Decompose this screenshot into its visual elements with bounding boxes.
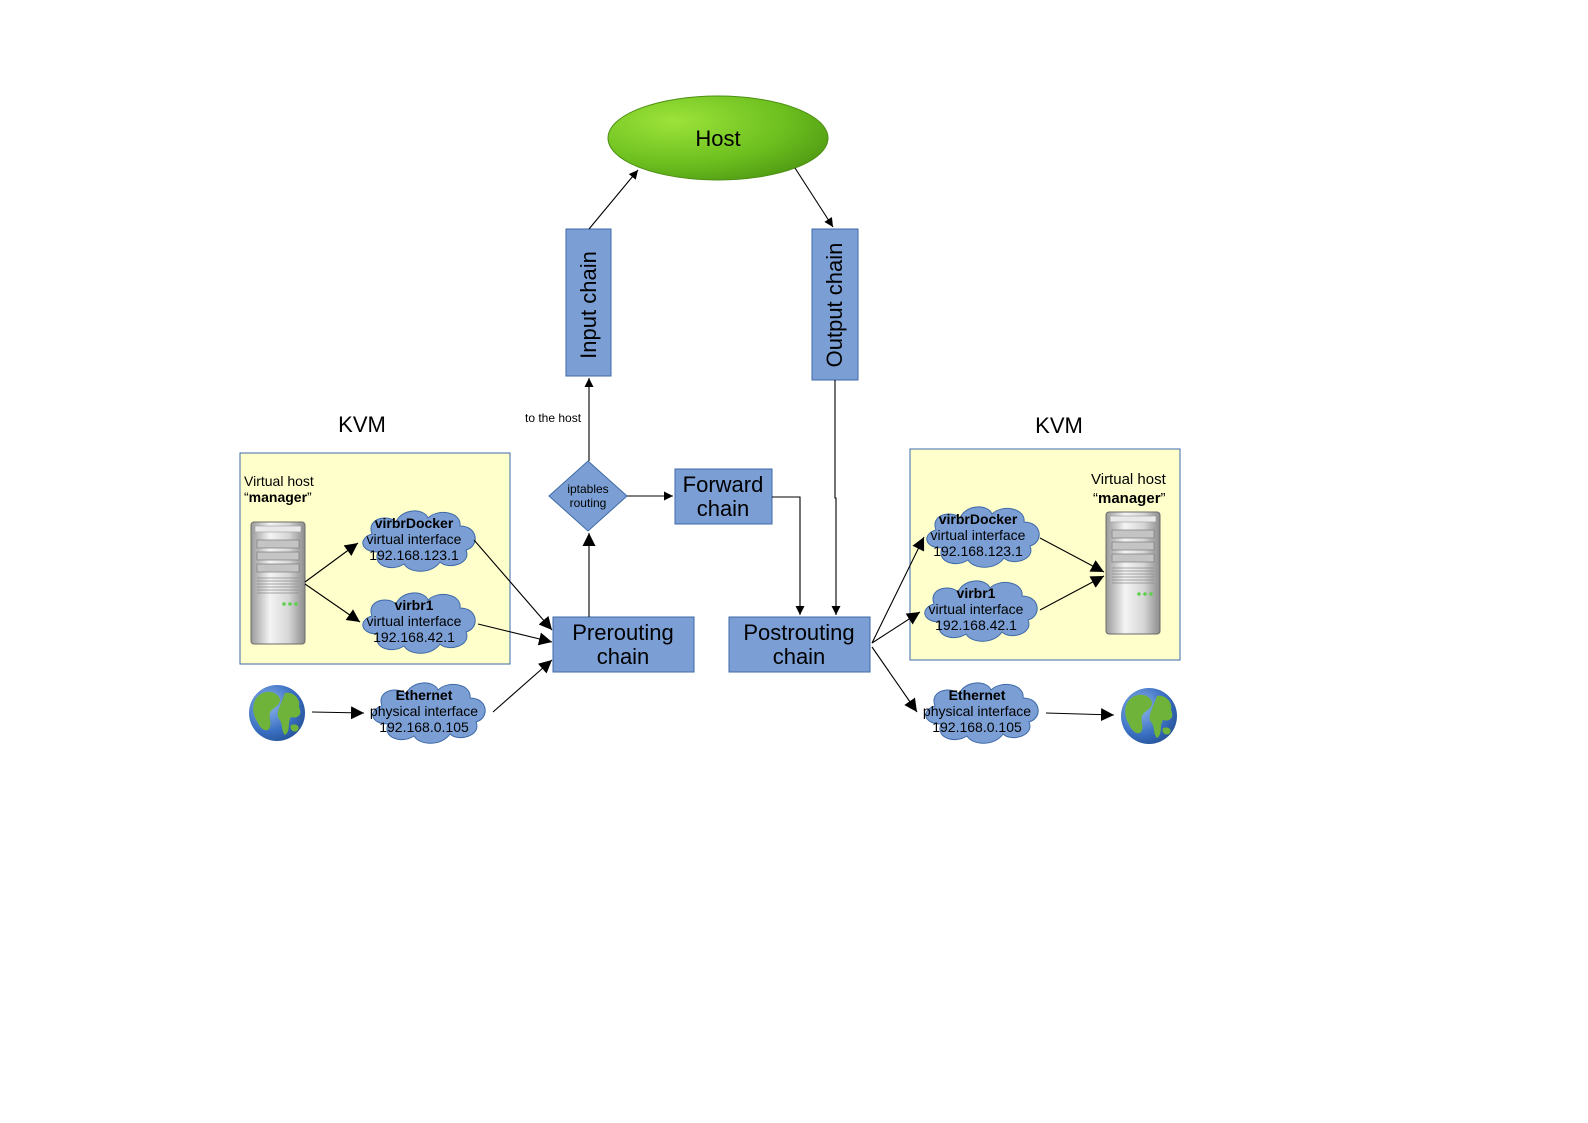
left-globe-icon — [249, 685, 305, 741]
forward-chain-box — [674, 468, 773, 525]
left-virbrdocker-type: virtual interface — [367, 531, 462, 547]
arrow-right-ethernet-to-globe — [1045, 708, 1115, 722]
left-virbrdocker-name: virbrDocker — [375, 515, 454, 531]
prerouting-chain-box — [552, 616, 695, 673]
right-kvm-title: KVM — [1035, 413, 1083, 438]
right-virbr1-name: virbr1 — [957, 585, 996, 601]
left-ethernet-ip: 192.168.0.105 — [379, 719, 469, 735]
right-virbrdocker-ip: 192.168.123.1 — [933, 543, 1023, 559]
arrow-host-to-output — [794, 167, 834, 228]
left-virbr1-ip: 192.168.42.1 — [373, 629, 455, 645]
left-virbrdocker-ip: 192.168.123.1 — [369, 547, 459, 563]
postrouting-chain-label-line1: Postrouting — [743, 620, 854, 645]
to-the-host-label: to the host — [525, 411, 582, 425]
arrow-left-virbrdocker-to-prerouting — [473, 539, 553, 631]
host-node — [607, 95, 829, 181]
right-virbr1-type: virtual interface — [929, 601, 1024, 617]
right-server-icon — [1105, 511, 1161, 635]
input-chain-box — [565, 228, 612, 377]
right-virbrdocker-type: virtual interface — [931, 527, 1026, 543]
arrow-postrouting-to-right-ethernet — [871, 646, 918, 713]
left-ethernet-name: Ethernet — [396, 687, 453, 703]
prerouting-chain-label-line1: Prerouting — [572, 620, 674, 645]
right-ethernet-type: physical interface — [923, 703, 1031, 719]
postrouting-chain-label-line2: chain — [773, 644, 826, 669]
right-vhost-label: Virtual host — [1091, 471, 1167, 488]
left-kvm-title: KVM — [338, 412, 386, 437]
routing-label-line2: routing — [570, 496, 607, 510]
right-globe-icon — [1121, 688, 1177, 744]
right-vhost-name-line: “manager” — [1093, 490, 1166, 507]
arrow-left-server-to-virbrdocker — [304, 542, 359, 583]
right-ethernet-ip: 192.168.0.105 — [932, 719, 1022, 735]
arrow-output-to-postrouting — [831, 380, 841, 615]
output-chain-box — [811, 228, 859, 381]
left-virbr1-type: virtual interface — [367, 613, 462, 629]
left-vhost-label: Virtual host — [244, 473, 314, 489]
right-virbr1-ip: 192.168.42.1 — [935, 617, 1017, 633]
arrow-right-virbr1-to-server — [1039, 575, 1105, 611]
arrow-postrouting-to-right-virbrdocker — [871, 536, 925, 644]
routing-label-line1: iptables — [567, 482, 608, 496]
postrouting-chain-box — [728, 616, 871, 673]
arrow-postrouting-to-right-virbr1 — [871, 611, 921, 644]
left-server-icon — [250, 521, 306, 645]
arrow-left-ethernet-to-prerouting — [492, 659, 553, 713]
arrow-left-server-to-virbr1 — [304, 583, 361, 623]
left-virbr1-name: virbr1 — [395, 597, 434, 613]
forward-chain-label-line2: chain — [697, 496, 750, 521]
prerouting-chain-label-line2: chain — [597, 644, 650, 669]
input-chain-label: Input chain — [576, 251, 601, 359]
iptables-routing-decision — [548, 460, 628, 532]
forward-chain-label-line1: Forward — [683, 472, 764, 497]
left-vhost-name-line: “manager” — [244, 489, 312, 505]
arrow-left-virbr1-to-prerouting — [477, 623, 553, 646]
output-chain-label: Output chain — [822, 243, 847, 368]
right-virbrdocker-name: virbrDocker — [939, 511, 1018, 527]
arrow-forward-to-postrouting — [772, 496, 805, 615]
arrow-right-virbrdocker-to-server — [1039, 537, 1105, 573]
right-ethernet-name: Ethernet — [949, 687, 1006, 703]
connector-arrows — [304, 167, 1115, 722]
left-ethernet-type: physical interface — [370, 703, 478, 719]
arrow-input-to-host — [588, 169, 639, 230]
host-label: Host — [695, 126, 740, 151]
arrow-left-globe-to-ethernet — [311, 706, 365, 720]
